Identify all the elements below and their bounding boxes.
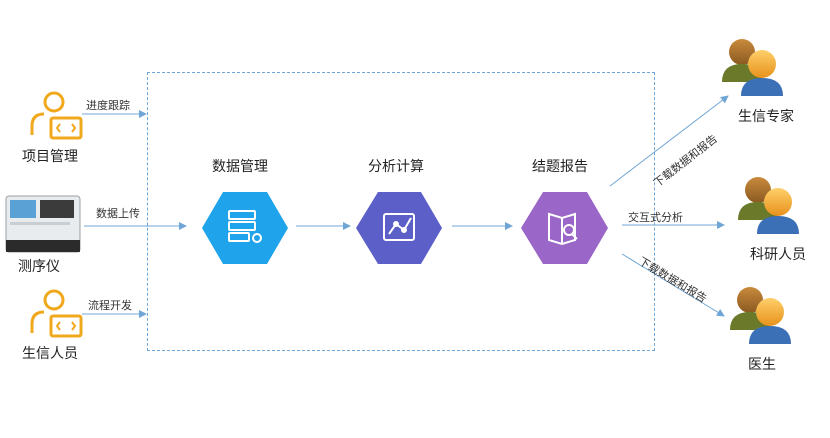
arrow-to-doctor: [621, 253, 725, 317]
project-person-icon: [30, 91, 83, 140]
expert-label: 生信专家: [738, 109, 794, 125]
sequencer-machine-icon: [5, 195, 81, 253]
data-management-label: 数据管理: [212, 159, 268, 175]
progress-tracking-label: 进度跟踪: [86, 99, 130, 112]
bioinfo-label: 生信人员: [22, 346, 78, 362]
interactive-analysis-label: 交互式分析: [628, 211, 683, 224]
doctor-label: 医生: [748, 357, 776, 373]
report-hexagon: [521, 192, 608, 264]
platform-boundary: [147, 72, 655, 351]
project-label: 项目管理: [22, 149, 78, 165]
arrow-to-expert: [609, 95, 729, 187]
data-upload-label: 数据上传: [96, 207, 140, 220]
data-management-hexagon: [202, 192, 288, 264]
sequencer-label: 测序仪: [18, 259, 60, 275]
researcher-users-icon: [738, 177, 799, 234]
pipeline-dev-label: 流程开发: [88, 299, 132, 312]
chart-nodes-icon: [383, 213, 415, 241]
book-search-icon: [548, 212, 578, 246]
bioinfo-person-icon: [30, 289, 83, 338]
expert-users-icon: [722, 39, 783, 96]
server-gear-icon: [228, 210, 262, 243]
analysis-compute-hexagon: [356, 192, 442, 264]
analysis-compute-label: 分析计算: [368, 159, 424, 175]
doctor-users-icon: [730, 287, 791, 344]
researcher-label: 科研人员: [750, 247, 806, 263]
report-label: 结题报告: [532, 159, 588, 175]
